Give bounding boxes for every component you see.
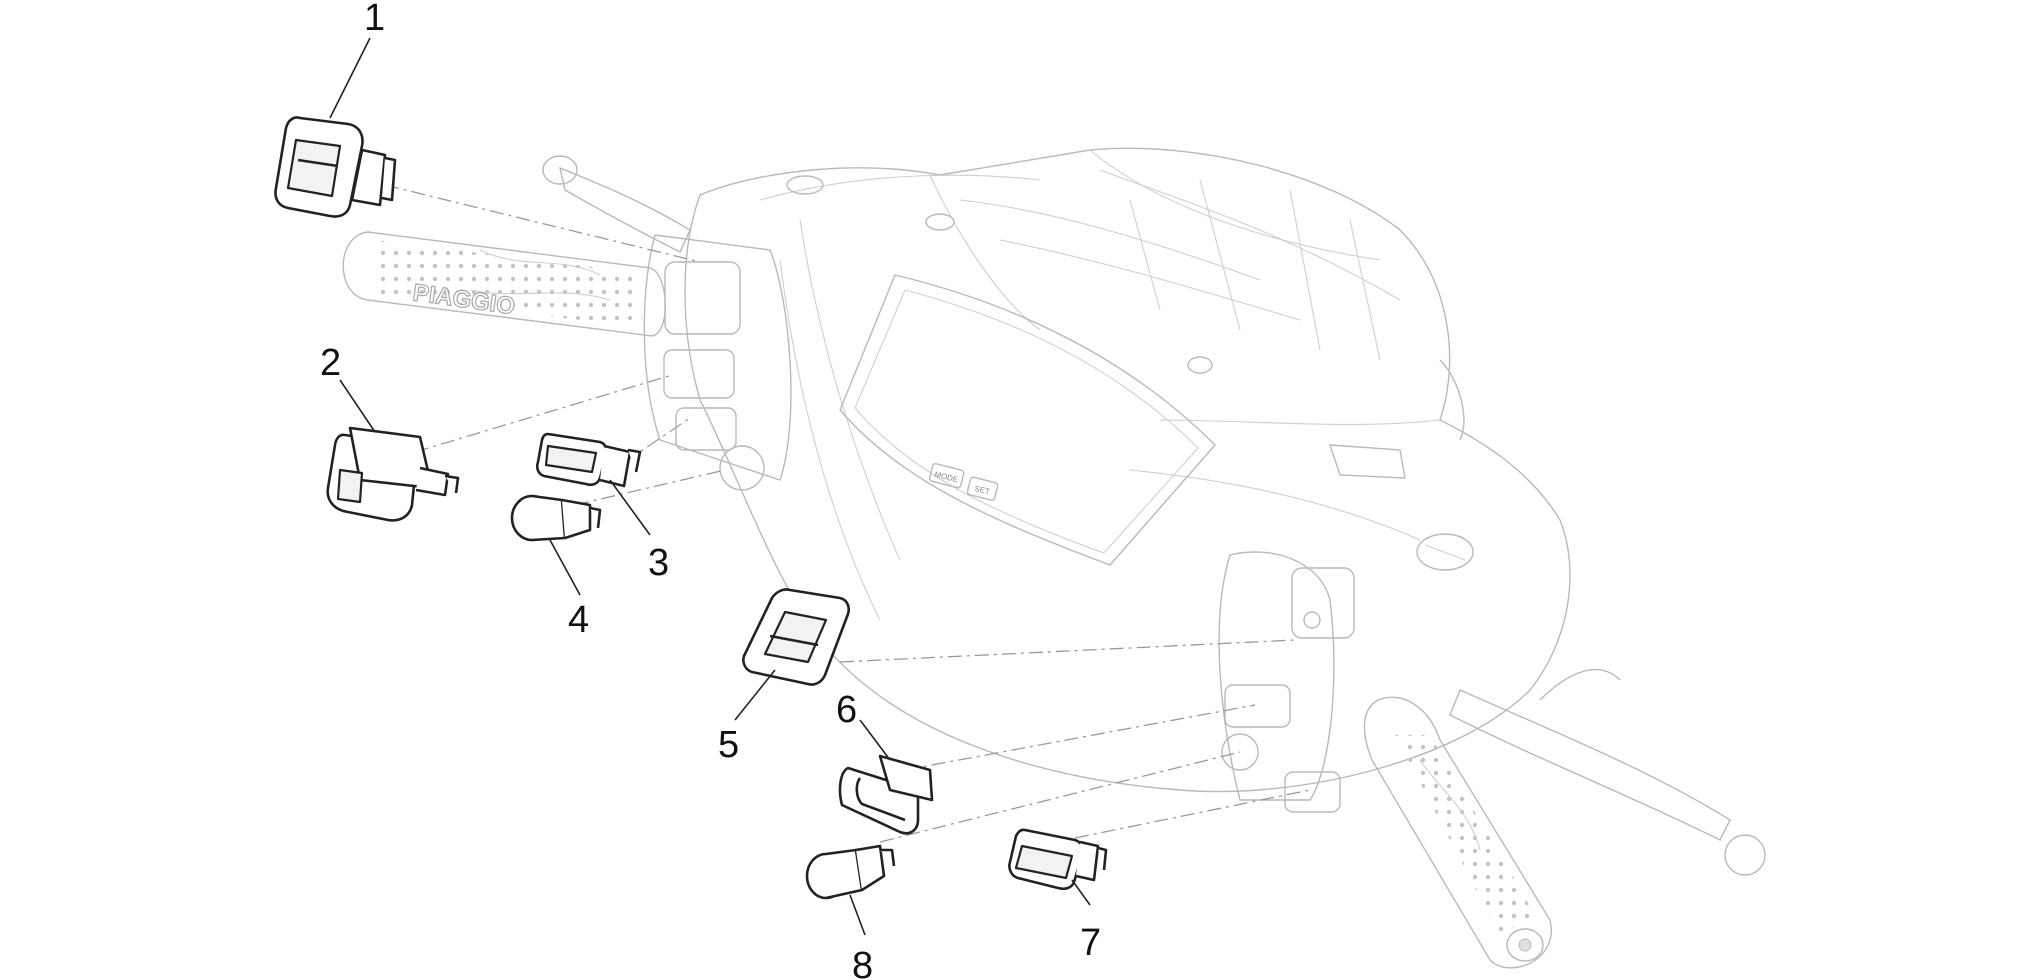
part-5-switch (742, 588, 851, 686)
right-brake-lever (1449, 668, 1766, 876)
part-3-switch (535, 432, 642, 488)
callout-2: 2 (320, 342, 341, 384)
right-grip (1363, 696, 1552, 969)
assembly-lines (384, 184, 1311, 843)
part-1-switch (274, 116, 397, 218)
callout-6: 6 (836, 689, 857, 731)
callout-8: 8 (852, 945, 873, 980)
callout-4: 4 (568, 599, 589, 641)
instrument-display: MODE SET (839, 274, 1216, 566)
left-brake-lever (542, 155, 691, 253)
part-2-switch (326, 426, 460, 522)
part-4-push-button (510, 494, 602, 542)
callout-numbers: 1 2 3 4 5 6 7 8 (320, 0, 1101, 980)
callout-leaders (329, 37, 1091, 936)
part-7-switch (1008, 828, 1108, 891)
part-8-push-button (805, 844, 896, 900)
set-button (966, 476, 999, 501)
callout-1: 1 (364, 0, 385, 39)
callout-5: 5 (718, 724, 739, 766)
callout-7: 7 (1080, 922, 1101, 964)
left-switch-housing (643, 234, 792, 491)
callout-3: 3 (648, 542, 669, 584)
headset-body (684, 147, 1571, 793)
left-grip: PIAGGIO (342, 231, 666, 337)
set-button-label: SET (974, 484, 991, 497)
right-switch-housing (1218, 533, 1474, 813)
part-6-switch (838, 754, 934, 835)
mode-button (928, 462, 965, 489)
